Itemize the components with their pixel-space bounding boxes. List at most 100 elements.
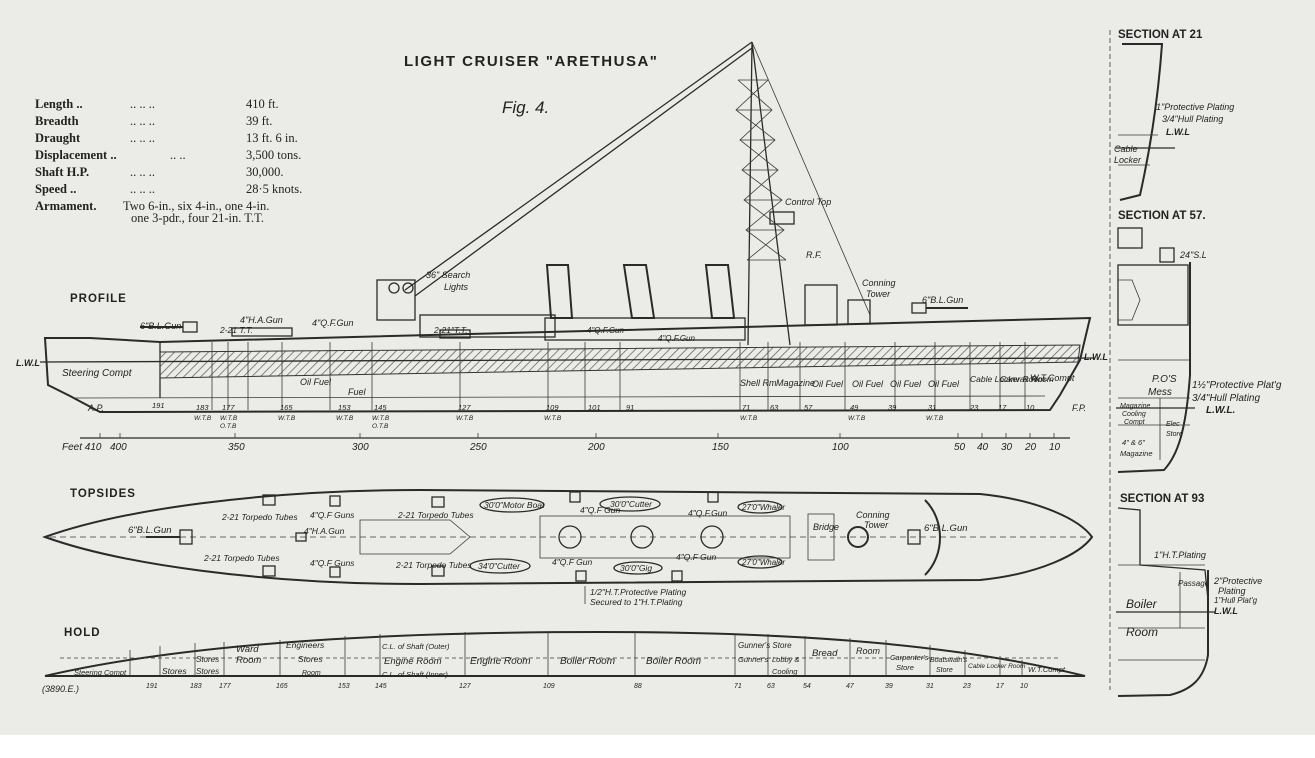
section-93-prot-3: 1"Hull Plat'g [1214,596,1258,605]
whaler-b [737,555,783,569]
frame-number: 177 [222,403,235,412]
control-top-label: Control Top [785,197,831,207]
frame-number: 191 [152,401,165,410]
hold-frame: 109 [543,683,555,690]
profile-heading: PROFILE [70,293,127,305]
hold-frame: 31 [926,683,934,690]
top-tt-a-label: 2-21 Torpedo Tubes [221,512,298,522]
hold-carpenters-1: Carpenter's [890,653,929,662]
section-57-mag-cooling-3: Compt [1124,419,1146,426]
qf-gun-a-label: 4"Q.F.Gun [587,326,624,335]
search-light [388,282,400,294]
ap-label: A.P. [87,403,104,413]
hold-frame: 54 [803,683,811,690]
hold-gunners-store: Gunner's Store [738,641,792,650]
frame-number: 63 [770,403,779,412]
qf-gun [707,491,719,503]
hold-view: Steering Compt Stores Stores Stores Ward… [42,630,1086,694]
qf-gun [575,570,587,582]
torpedo-tube [262,494,276,506]
section-57-elec-1: Elec [1166,421,1180,428]
gun-6in-fwd [907,529,921,545]
whaler-b-label: 27'0"Whaler [741,558,785,567]
motor-boat-label: 30'0"Motor Boat [484,500,545,510]
hold-boatswains-1: Boatswain's [930,657,968,664]
top-qf-guns-b-label: 4"Q.F Guns [310,558,355,568]
hold-engineers-3: Room [302,670,321,677]
hold-shaft-outer: C.L. of Shaft (Outer) [382,642,450,651]
frame-number: 127 [458,403,471,412]
topsides-heading: TOPSIDES [70,488,136,500]
scale-tick-label: 400 [110,442,127,453]
oil-fuel-4-label: Oil Fuel [928,379,960,389]
spec-draught-value: 13 ft. 6 in. [246,131,298,145]
spec-length-value: 410 ft. [246,97,279,111]
top-qf-gun-c-label: 4"Q.F Gun [580,505,620,515]
hold-frame: 10 [1020,683,1028,690]
section-93-boiler-1: Boiler [1126,597,1158,611]
spec-shaft-label: Shaft H.P. [35,165,89,179]
plating-label-1: 1/2"H.T.Protective Plating [590,587,687,597]
top-tt-d-label: 2-21 Torpedo Tubes [395,560,472,570]
frame-number: 39 [888,403,897,412]
top-tt-b-label: 2-21 Torpedo Tubes [397,510,474,520]
cutter-34-label: 34'0"Cutter [478,561,521,571]
top-qf-gun-e-label: 4"Q.F Gun [552,557,592,567]
oil-fuel-2-label: Oil Fuel [852,379,884,389]
spec-displacement-value: 3,500 tons. [246,148,301,162]
funnel-top-fore [700,525,724,549]
top-conning-label-2: Tower [864,520,889,530]
section-57-plating-2: 3/4"Hull Plating [1192,393,1260,404]
hold-lobby: Lobby & [772,655,800,664]
section-93-prot-2: Plating [1218,586,1246,596]
oil-fuel-1-label: Oil Fuel [812,379,844,389]
engine-casing [359,519,471,555]
top-bridge-label: Bridge [813,522,839,532]
hold-frame: 183 [190,683,202,690]
section-57-mag-2: Magazine [1120,449,1153,458]
wtb-marker: W.T.B [456,415,474,422]
section-57-searchlight-label: 24"S.L [1179,250,1207,260]
hold-boiler-room-b: Boiler Room [646,656,701,667]
whaler-a-label: 27'0"Whaler [741,503,785,512]
wtb-marker: W.T.B [544,415,562,422]
section-57-pos-1: P.O'S [1152,374,1177,385]
hold-engine-room-a: Engine Room [384,656,442,667]
section-21-hull [1119,43,1164,201]
top-gun-6in-fwd-label: 6"B.L.Gun [924,523,968,534]
spec-displacement-label: Displacement .. [35,148,117,162]
hold-boiler-room-a: Boiler Room [560,656,615,667]
section-21-decks [1118,134,1158,166]
wtb-marker: W.T.B [740,415,758,422]
hold-frame: 17 [996,683,1005,690]
hull-outline [43,316,1092,414]
gun-6in-fwd-label: 6"B.L.Gun [922,295,963,305]
search-light-platform [376,279,416,321]
frame-number: 101 [588,403,601,412]
hold-frame: 63 [767,683,775,690]
scale-tick-label: 100 [832,442,849,453]
plating-label-2: Secured to 1"H.T.Plating [590,597,683,607]
frame-number: 23 [969,403,979,412]
spec-armament-line2: one 3-pdr., four 21-in. T.T. [131,211,264,225]
frame-number: 57 [804,403,813,412]
profile-view: 36" Search Lights Control Top R.F. Conni… [16,41,1108,430]
section-21-cable-1: Cable [1114,144,1138,154]
section-21-lwl: L.W.L [1166,127,1190,137]
drawing-title: LIGHT CRUISER "ARETHUSA" [404,53,658,70]
hold-stores-b: Stores [196,655,219,664]
search-lights-label-1: 36" Search [426,270,470,280]
hold-steering-label: Steering Compt [74,668,127,677]
scale-tick-label: 200 [587,442,605,453]
breakwater [924,499,941,576]
hold-bulkheads [129,632,1023,676]
spec-displacement-dots: .. .. [170,148,186,162]
qf-gun [569,491,581,503]
top-tt-c-label: 2-21 Torpedo Tubes [203,553,280,563]
spec-draught-dots: .. .. .. [130,131,155,145]
hold-cable-locker: Cable Locker Room [968,663,1026,670]
scale-ticks [99,433,1055,438]
steering-compt-label: Steering Compt [62,368,133,379]
frame-number: 10 [1026,403,1035,412]
funnel-middle [622,264,656,319]
